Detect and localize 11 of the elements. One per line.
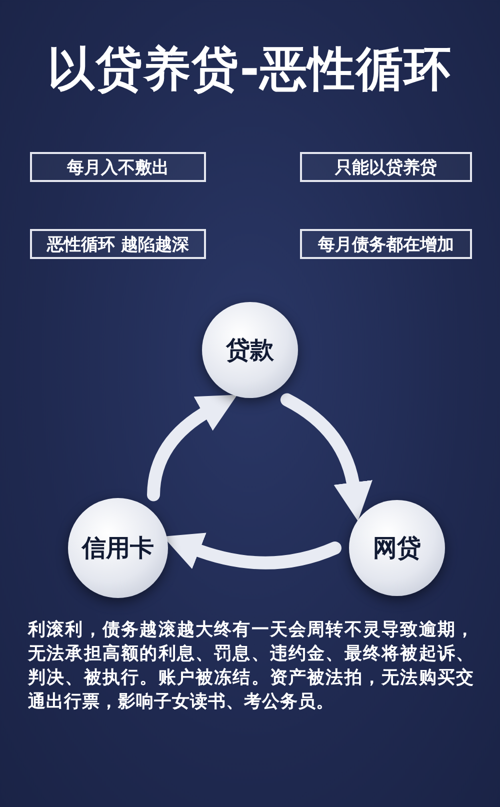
- paragraph: 利滚利，债务越滚越大终有一天会周转不灵导致逾期，无法承担高额的利息、罚息、违约金、最终将被起诉、判决、被执行。账户被冻结。资产被法拍，无法购买交通出行票，影响子女读书、考公务员。: [28, 618, 474, 714]
- circle-node: 网贷: [349, 500, 445, 596]
- circle-node: 贷款: [202, 302, 298, 398]
- title: 以贷养贷-恶性循环: [46, 41, 454, 99]
- label-box: 只能以贷养贷: [300, 152, 472, 182]
- label-box: 恶性循环 越陷越深: [30, 229, 206, 259]
- circle-node: 信用卡: [68, 498, 168, 598]
- label-box: 每月债务都在增加: [300, 229, 472, 259]
- curved-arrow: [147, 394, 237, 502]
- label-box: 每月入不敷出: [30, 152, 206, 182]
- curved-arrow: [280, 393, 372, 521]
